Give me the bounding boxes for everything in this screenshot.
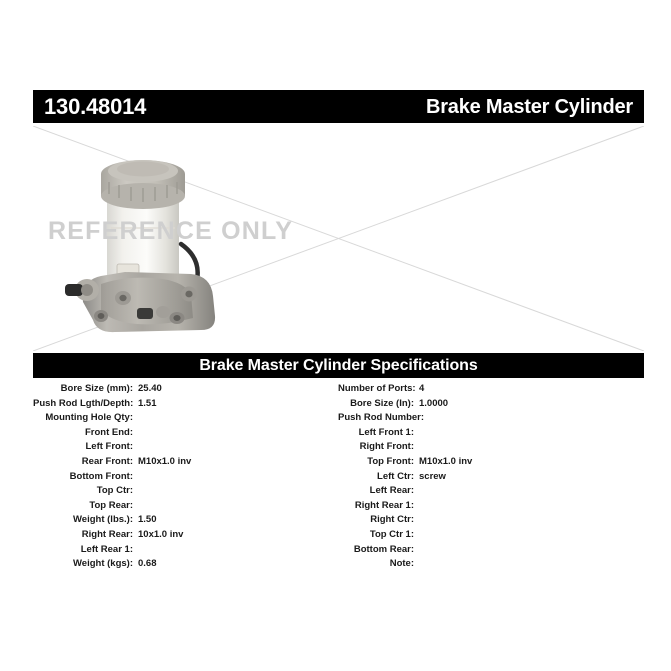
spec-label: Right Ctr: <box>370 514 414 526</box>
brake-master-cylinder-image <box>65 160 216 333</box>
spec-label: Bottom Front: <box>69 470 133 482</box>
spec-row: Top Ctr: <box>33 485 338 500</box>
spec-row: Left Rear 1: <box>33 544 338 559</box>
spec-label: Rear Front: <box>81 455 133 467</box>
page-title: Brake Master Cylinder <box>425 95 633 118</box>
spec-label: Top Ctr 1: <box>369 528 414 540</box>
spec-row: Push Rod Lgth/Depth: 1.51 <box>33 398 338 413</box>
spec-label: Left Front 1: <box>358 426 414 438</box>
spec-label: Bottom Rear: <box>353 543 414 555</box>
spec-label: Push Rod Lgth/Depth: <box>33 397 134 409</box>
spec-label: Push Rod Number: <box>338 412 425 424</box>
spec-label: Top Front: <box>367 455 414 467</box>
spec-value: 1.0000 <box>419 397 449 409</box>
spec-row: Left Ctr: screw <box>338 471 643 486</box>
spec-row: Weight (kgs): 0.68 <box>33 558 338 573</box>
spec-value: 1.51 <box>138 397 157 409</box>
spec-row: Left Front 1: <box>338 427 643 442</box>
spec-value: 0.68 <box>138 558 157 570</box>
spec-row: Bottom Rear: <box>338 544 643 559</box>
spec-row: Front End: <box>33 427 338 442</box>
specifications-title-bar: Brake Master Cylinder Specifications <box>33 353 644 378</box>
spec-row: Top Rear: <box>33 500 338 515</box>
spec-label: Right Rear 1: <box>354 499 414 511</box>
spec-label: Left Rear 1: <box>80 543 133 555</box>
spec-label: Bore Size (mm): <box>60 383 133 394</box>
spec-label: Front End: <box>84 426 133 438</box>
spec-label: Weight (lbs.): <box>73 514 133 526</box>
spec-label: Top Rear: <box>89 499 133 511</box>
spec-row: Note: <box>338 558 643 573</box>
spec-row: Right Rear 1: <box>338 500 643 515</box>
spec-value: M10x1.0 inv <box>419 455 473 467</box>
spec-value: screw <box>419 470 446 482</box>
spec-row: Right Front: <box>338 441 643 456</box>
spec-row: Left Front: <box>33 441 338 456</box>
spec-value: M10x1.0 inv <box>138 455 192 467</box>
spec-label: Note: <box>389 558 414 570</box>
spec-row: Top Front: M10x1.0 inv <box>338 456 643 471</box>
spec-value: 4 <box>419 383 425 394</box>
spec-row: Bottom Front: <box>33 471 338 486</box>
spec-value: 10x1.0 inv <box>138 528 184 540</box>
spec-label: Weight (kgs): <box>73 558 133 570</box>
spec-label: Left Ctr: <box>377 470 414 482</box>
spec-row: Mounting Hole Qty: <box>33 412 338 427</box>
spec-label: Number of Ports: <box>338 383 416 394</box>
product-image-area: REFERENCE ONLY <box>33 126 644 351</box>
spec-label: Left Rear: <box>369 485 414 497</box>
spec-row: Rear Front: M10x1.0 inv <box>33 456 338 471</box>
part-number: 130.48014 <box>44 93 147 119</box>
specifications-title: Brake Master Cylinder Specifications <box>199 356 478 374</box>
spec-row: Top Ctr 1: <box>338 529 643 544</box>
spec-label: Right Rear: <box>81 528 133 540</box>
spec-label: Left Front: <box>85 441 134 453</box>
spec-value: 1.50 <box>138 514 157 526</box>
spec-row: Push Rod Number: <box>338 412 643 427</box>
spec-label: Mounting Hole Qty: <box>45 412 133 424</box>
spec-row: Bore Size (mm): 25.40 <box>33 383 338 398</box>
spec-row: Left Rear: <box>338 485 643 500</box>
spec-row: Right Rear: 10x1.0 inv <box>33 529 338 544</box>
spec-label: Bore Size (In): <box>350 397 414 409</box>
spec-value: 25.40 <box>138 383 162 394</box>
spec-row: Bore Size (In): 1.0000 <box>338 398 643 413</box>
spec-row: Weight (lbs.): 1.50 <box>33 514 338 529</box>
spec-label: Top Ctr: <box>96 485 133 497</box>
reference-only-watermark: REFERENCE ONLY <box>48 217 294 245</box>
spec-label: Right Front: <box>359 441 414 453</box>
spec-row: Right Ctr: <box>338 514 643 529</box>
header-bar: 130.48014 Brake Master Cylinder <box>33 90 644 123</box>
spec-row: Number of Ports:4 <box>338 383 643 398</box>
